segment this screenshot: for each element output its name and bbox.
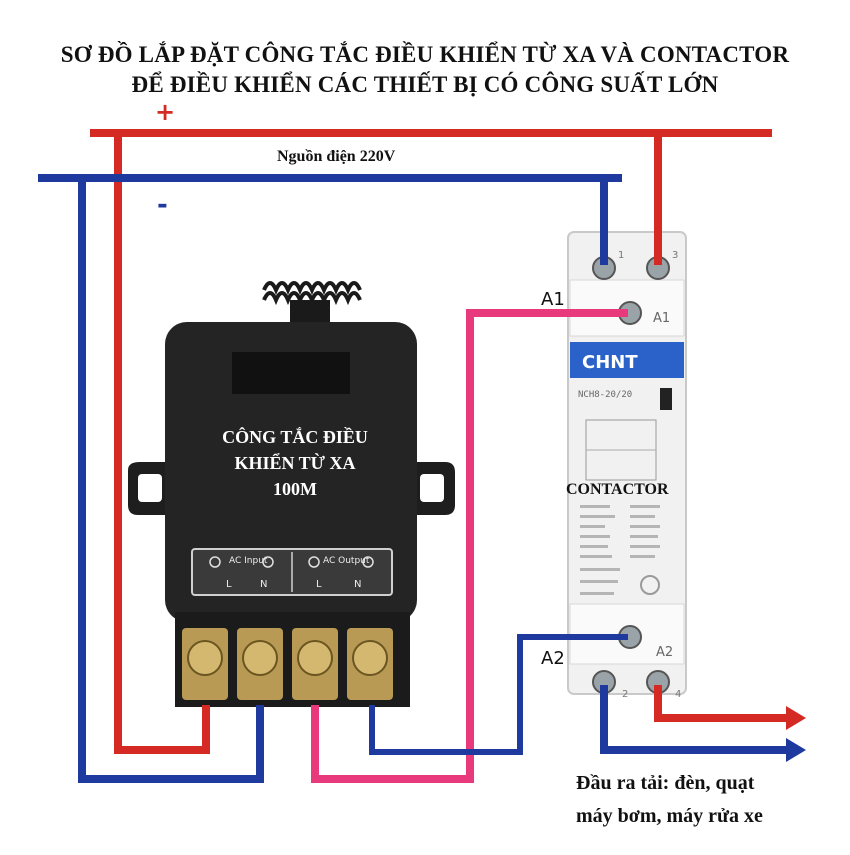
a1-label: A1 — [541, 289, 565, 310]
terminal-1-label: 1 — [618, 250, 624, 261]
wire-load-out-red — [654, 685, 790, 722]
antenna-icon — [262, 281, 362, 306]
plus-sign: + — [155, 98, 176, 126]
terminal-output-n: N — [354, 579, 361, 590]
contactor-label: CONTACTOR — [566, 481, 669, 498]
remote-label-line-3: 100M — [273, 479, 317, 499]
ac-input-label: AC Input — [229, 556, 268, 566]
remote-switch: AC Input AC Output L N L N — [128, 281, 455, 707]
arrow-red-icon — [786, 706, 806, 730]
wire-load-out-blue — [600, 685, 790, 754]
contactor-a1-print: A1 — [653, 311, 670, 326]
terminal-3-label: 3 — [672, 250, 678, 261]
wire-output-n — [369, 634, 628, 755]
remote-label-line-1: CÔNG TẮC ĐIỀU — [222, 427, 368, 447]
minus-sign: - — [157, 190, 168, 220]
output-line-2: máy bơm, máy rửa xe — [576, 805, 763, 827]
contactor: CHNT NCH8-20/20 1 3 2 4 A1 A2 — [567, 231, 687, 700]
terminal-2-label: 2 — [622, 689, 628, 700]
arrow-blue-icon — [786, 738, 806, 762]
output-line-1: Đầu ra tải: đèn, quạt — [576, 772, 755, 794]
a2-label: A2 — [541, 648, 565, 669]
terminal-screws — [182, 628, 393, 700]
terminal-input-n: N — [260, 579, 267, 590]
ac-output-label: AC Output — [323, 556, 370, 566]
contactor-brand: CHNT — [582, 352, 638, 373]
contactor-screws — [592, 256, 670, 694]
contactor-a2-print: A2 — [656, 645, 673, 660]
power-label: Nguồn điện 220V — [277, 148, 396, 165]
title-line-2: ĐỂ ĐIỀU KHIỂN CÁC THIẾT BỊ CÓ CÔNG SUẤT … — [131, 72, 719, 97]
contactor-model: NCH8-20/20 — [578, 390, 632, 400]
terminal-input-l: L — [226, 579, 232, 590]
terminal-output-l: L — [316, 579, 322, 590]
title-line-1: SƠ ĐỒ LẮP ĐẶT CÔNG TẮC ĐIỀU KHIỂN TỪ XA … — [60, 42, 790, 67]
wire-minus-remote — [78, 178, 264, 783]
remote-label: CÔNG TẮC ĐIỀU KHIỂN TỪ XA 100M — [180, 424, 410, 502]
wire-plus-remote — [114, 133, 210, 754]
terminal-4-label: 4 — [675, 689, 681, 700]
remote-label-line-2: KHIỂN TỪ XA — [234, 453, 356, 473]
wires — [38, 129, 790, 783]
wire-output-l — [311, 309, 628, 783]
